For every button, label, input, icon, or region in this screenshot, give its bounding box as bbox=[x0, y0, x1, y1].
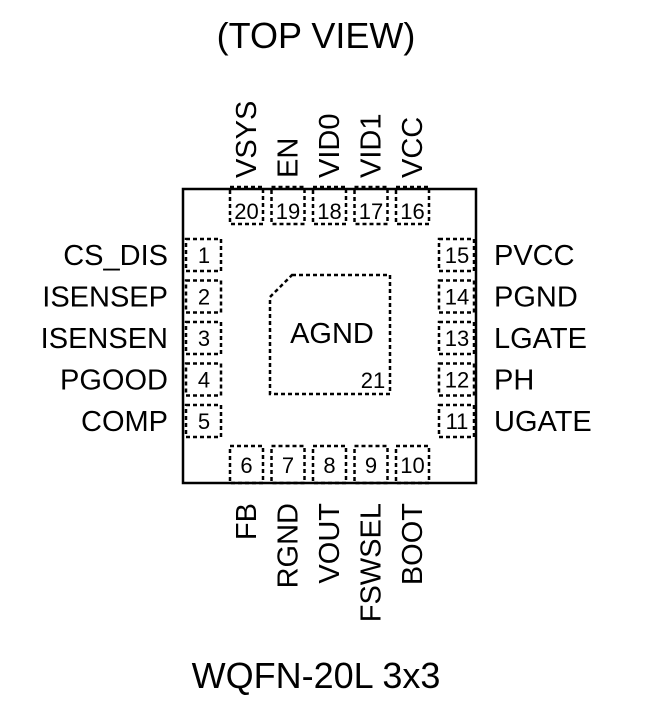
pin-number-16: 16 bbox=[400, 199, 424, 224]
exposed-pad-number: 21 bbox=[361, 368, 385, 393]
pin-pad-2 bbox=[184, 279, 223, 314]
pin-number-10: 10 bbox=[400, 453, 424, 478]
pin-name-ph: PH bbox=[494, 365, 534, 397]
pin-pad-4 bbox=[184, 362, 223, 397]
pin-name-cs_dis: CS_DIS bbox=[63, 240, 168, 272]
pin-pad-19 bbox=[270, 185, 306, 226]
pin-name-rgnd: RGND bbox=[273, 503, 305, 588]
pin-pad-9 bbox=[353, 444, 389, 485]
pin-number-13: 13 bbox=[445, 326, 469, 351]
pin-number-5: 5 bbox=[198, 409, 210, 434]
package-body bbox=[181, 187, 478, 485]
pin-number-19: 19 bbox=[276, 199, 300, 224]
pin-name-vout: VOUT bbox=[314, 503, 346, 584]
exposed-pad-label: AGND bbox=[290, 318, 374, 350]
pin-pad-7 bbox=[270, 444, 306, 485]
pin-number-6: 6 bbox=[240, 453, 252, 478]
pin-name-lgate: LGATE bbox=[494, 323, 587, 355]
pin-pad-8 bbox=[311, 444, 348, 485]
pin-name-ugate: UGATE bbox=[494, 406, 592, 438]
pin-pad-11 bbox=[437, 403, 476, 439]
exposed-pad bbox=[268, 273, 392, 396]
pin-number-7: 7 bbox=[282, 453, 294, 478]
view-title: (TOP VIEW) bbox=[217, 15, 416, 56]
pin-group: 1 CS_DIS 2 ISENSEP 3 ISENSEN 4 PGOOD 5 COMP 15 PVCC… bbox=[41, 101, 592, 623]
pin-name-pvcc: PVCC bbox=[494, 240, 575, 272]
pin-pad-6 bbox=[228, 444, 265, 485]
pin-number-15: 15 bbox=[445, 243, 469, 268]
pin-number-17: 17 bbox=[359, 199, 383, 224]
pin-pad-1 bbox=[184, 237, 223, 273]
pin-pad-15 bbox=[437, 237, 476, 273]
pin-number-11: 11 bbox=[446, 409, 469, 434]
pin-pad-18 bbox=[311, 185, 348, 226]
pin-name-vcc: VCC bbox=[397, 117, 429, 178]
pin-pad-12 bbox=[437, 362, 476, 397]
pin-pad-3 bbox=[184, 320, 223, 356]
pin-pad-10 bbox=[394, 444, 431, 485]
pin-number-2: 2 bbox=[198, 285, 210, 310]
pin-pad-5 bbox=[184, 403, 223, 439]
pin-pad-17 bbox=[353, 185, 389, 226]
pin-name-isensep: ISENSEP bbox=[42, 282, 168, 314]
pin-number-14: 14 bbox=[445, 285, 469, 310]
pin-name-vsys: VSYS bbox=[231, 101, 263, 178]
pin-number-4: 4 bbox=[198, 368, 210, 393]
pin-name-fb: FB bbox=[231, 503, 263, 540]
pin-name-vid0: VID0 bbox=[314, 114, 346, 178]
pin-name-pgnd: PGND bbox=[494, 282, 578, 314]
pin-name-fswsel: FSWSEL bbox=[356, 503, 388, 622]
pin-name-en: EN bbox=[273, 138, 305, 178]
pin-pad-16 bbox=[394, 185, 431, 226]
pin-number-1: 1 bbox=[198, 243, 210, 268]
pin-name-comp: COMP bbox=[81, 406, 168, 438]
pin-name-isensen: ISENSEN bbox=[41, 323, 168, 355]
pin-name-pgood: PGOOD bbox=[60, 365, 168, 397]
pin-pad-20 bbox=[228, 185, 265, 226]
pin-name-vid1: VID1 bbox=[356, 114, 388, 178]
pin-pad-14 bbox=[437, 279, 476, 314]
pin-number-9: 9 bbox=[365, 453, 377, 478]
pin-number-18: 18 bbox=[317, 199, 341, 224]
pin-number-3: 3 bbox=[198, 326, 210, 351]
pin-number-12: 12 bbox=[445, 368, 469, 393]
pin-pad-13 bbox=[437, 320, 476, 356]
pin-number-20: 20 bbox=[234, 199, 258, 224]
package-name: WQFN-20L 3x3 bbox=[192, 655, 441, 696]
pin-name-boot: BOOT bbox=[397, 503, 429, 585]
pin-number-8: 8 bbox=[323, 453, 335, 478]
